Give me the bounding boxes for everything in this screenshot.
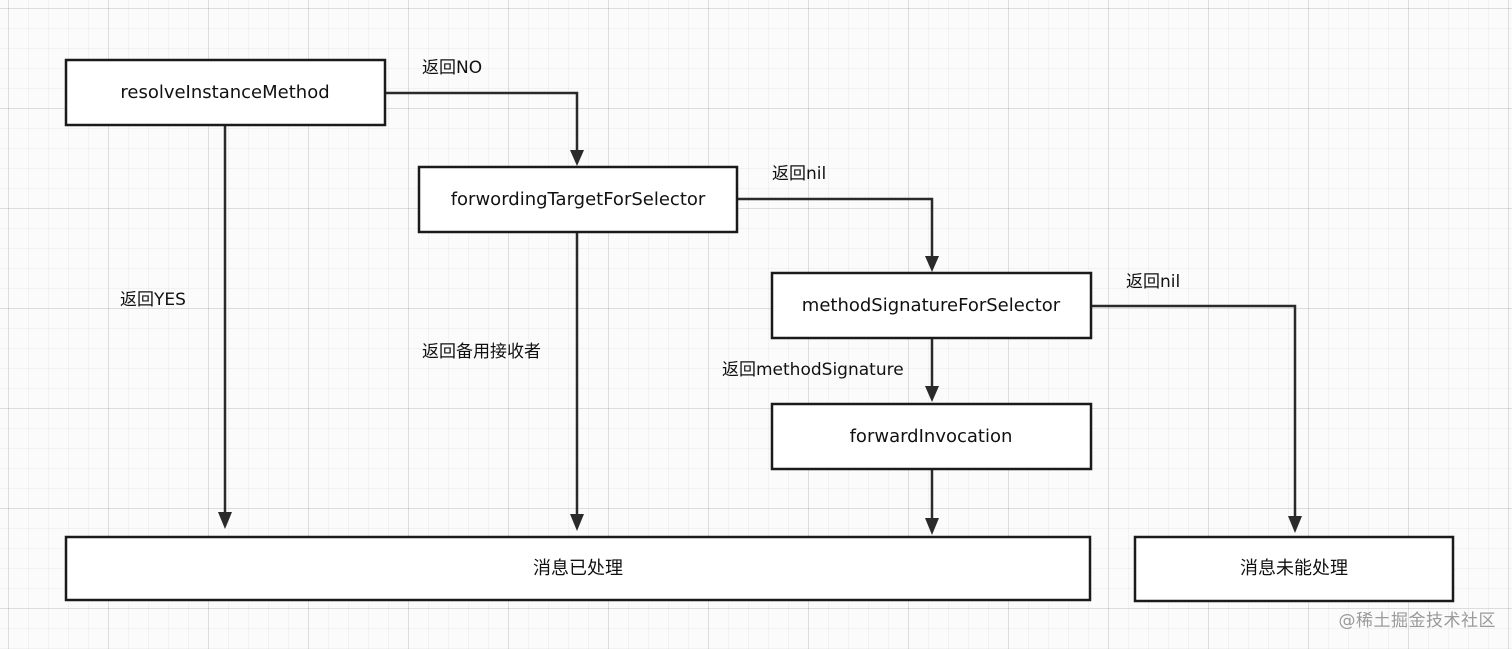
node-label: 消息未能处理 <box>1240 558 1348 579</box>
arrowhead-signature-to-unhandled <box>1288 516 1302 533</box>
node-box <box>770 402 1093 471</box>
edge-label-return-nil-signature: 返回nil <box>1126 272 1180 292</box>
arrowhead-signature-to-invocation <box>925 386 939 402</box>
edge-label-return-nil-forwarding: 返回nil <box>772 164 826 184</box>
edge-forwarding-to-signature <box>737 197 934 256</box>
watermark: @稀土掘金技术社区 <box>1338 611 1496 631</box>
edge-label-return-method-signature: 返回methodSignature <box>722 360 904 380</box>
node-box <box>64 535 1092 602</box>
node-label: forwordingTargetForSelector <box>451 189 706 210</box>
edge-signature-to-unhandled <box>1091 304 1297 516</box>
node-forwarding-target: forwordingTargetForSelector <box>417 165 739 234</box>
arrowhead-resolve-to-handled <box>218 512 232 529</box>
node-handled: 消息已处理 <box>64 535 1092 602</box>
node-resolve-instance-method: resolveInstanceMethod <box>64 58 387 127</box>
node-box <box>1133 535 1455 603</box>
node-box <box>64 58 387 127</box>
edge-label-return-no: 返回NO <box>422 58 482 78</box>
node-label: resolveInstanceMethod <box>120 82 329 103</box>
arrowhead-invocation-to-handled <box>925 518 939 535</box>
arrowhead-resolve-to-forwarding <box>570 150 584 166</box>
edge-label-return-yes: 返回YES <box>120 290 186 310</box>
node-unhandled: 消息未能处理 <box>1133 535 1455 603</box>
node-box <box>770 271 1093 340</box>
node-label: forwardInvocation <box>850 426 1013 447</box>
edge-label-return-backup-receiver: 返回备用接收者 <box>422 342 541 362</box>
node-label: 消息已处理 <box>533 558 623 579</box>
node-forward-invocation: forwardInvocation <box>770 402 1093 471</box>
arrowhead-forwarding-to-handled <box>570 514 584 531</box>
edge-labels: 返回NO 返回YES 返回nil 返回备用接收者 返回nil 返回methodS… <box>120 58 1180 380</box>
edges <box>218 91 1302 535</box>
node-label: methodSignatureForSelector <box>802 295 1061 316</box>
node-method-signature: methodSignatureForSelector <box>770 271 1093 340</box>
edge-resolve-to-forwarding <box>385 91 579 150</box>
node-box <box>417 165 739 234</box>
arrowhead-forwarding-to-signature <box>925 256 939 272</box>
